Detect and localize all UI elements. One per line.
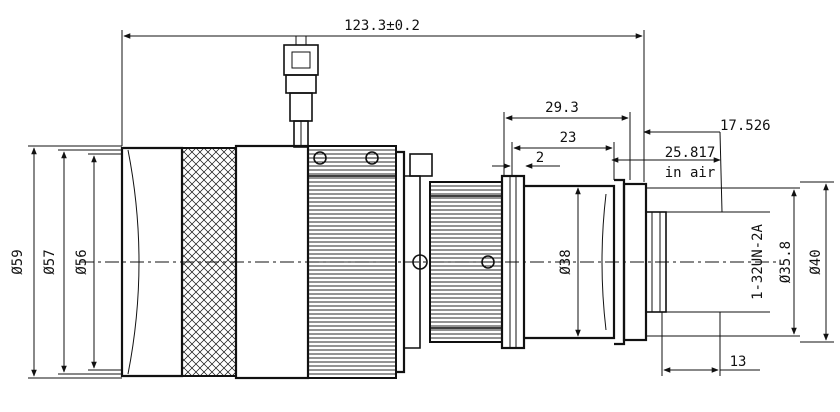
d40-label: Ø40 <box>808 249 824 274</box>
dim-overall-length: 123.3±0.2 <box>121 18 645 182</box>
d38-label: Ø38 <box>558 249 574 274</box>
dim-17-526: 17.526 <box>643 118 771 213</box>
d59-label: Ø59 <box>10 249 26 274</box>
len-13-label: 13 <box>730 354 747 370</box>
dim-23: 23 <box>511 130 615 180</box>
dim-2: 2 <box>492 150 560 169</box>
rear-step <box>396 150 433 374</box>
d35-8-label: Ø35.8 <box>778 241 794 283</box>
focus-ring-knurled <box>181 147 237 377</box>
dim-diameters-left: Ø59 Ø57 Ø56 <box>10 145 122 379</box>
c-mount-flange <box>614 178 667 346</box>
d57-label: Ø57 <box>42 249 58 274</box>
len-23-label: 23 <box>560 130 577 146</box>
len-25-817-label: 25.817 <box>665 145 716 161</box>
d56-label: Ø56 <box>74 249 90 274</box>
overall-length-label: 123.3±0.2 <box>344 18 420 34</box>
dim-thread: 1-32UN-2A <box>666 211 770 313</box>
rear-tube <box>524 184 616 340</box>
iris-ring-ribbed <box>307 145 397 379</box>
len-2-label: 2 <box>536 150 544 166</box>
thread-label: 1-32UN-2A <box>750 224 766 300</box>
mount-sleeve <box>500 174 526 350</box>
main-barrel <box>234 144 310 380</box>
dim-13: 13 <box>661 312 760 376</box>
len-29-3-label: 29.3 <box>545 100 579 116</box>
rear-ring-ribbed <box>429 181 503 343</box>
len-17-526-label: 17.526 <box>720 118 771 134</box>
dim-29-3: 29.3 <box>503 100 631 180</box>
dim-d35-8: Ø35.8 <box>646 187 800 337</box>
in-air-label: in air <box>665 165 716 181</box>
dim-d38: Ø38 <box>558 187 581 337</box>
dim-d40: Ø40 <box>800 181 834 343</box>
cable-connector <box>283 35 319 148</box>
dim-25-817: 25.817 in air <box>611 145 721 181</box>
